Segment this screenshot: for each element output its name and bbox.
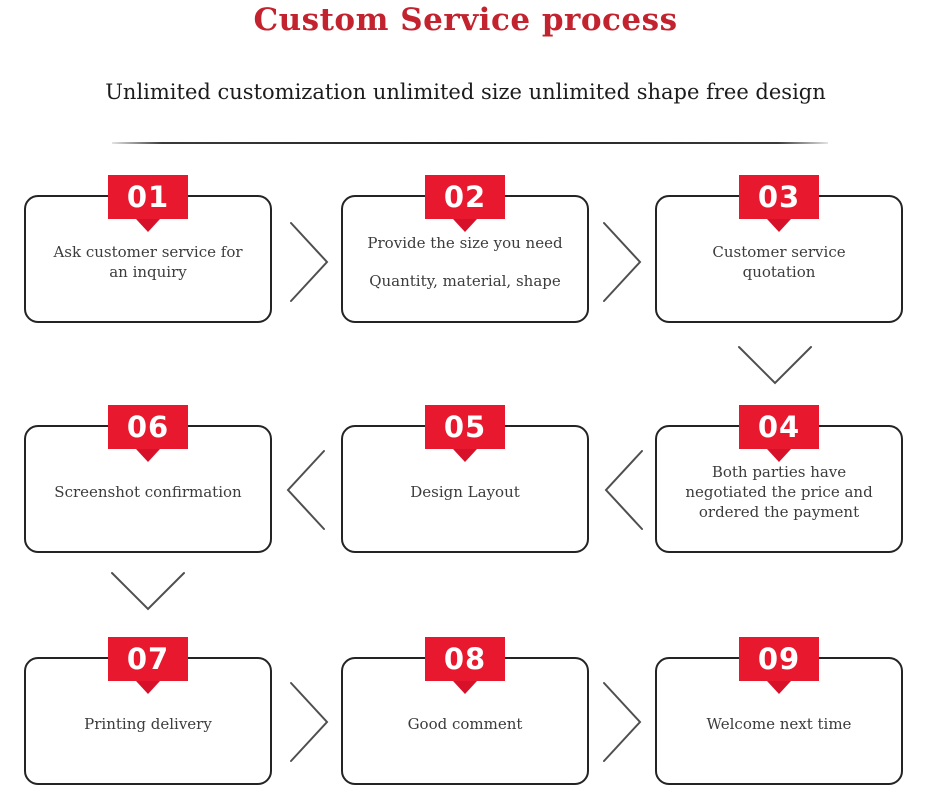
step-number: 04 xyxy=(757,410,801,444)
step-text: Screenshot confirmation xyxy=(37,482,258,502)
step-box-08: 08 Good comment xyxy=(341,637,589,785)
step-text: Welcome next time xyxy=(690,714,869,734)
step-number: 08 xyxy=(443,642,487,676)
step-text-line: Customer service quotation xyxy=(712,242,846,281)
step-number: 07 xyxy=(126,642,170,676)
arrow-down-icon xyxy=(109,570,187,612)
step-text-line: Printing delivery xyxy=(84,714,212,733)
arrow-right-icon xyxy=(288,680,330,764)
badge-pointer xyxy=(767,681,791,694)
step-box-09: 09 Welcome next time xyxy=(655,637,903,785)
step-text: Both parties have negotiated the price a… xyxy=(657,462,901,523)
step-number: 01 xyxy=(126,180,170,214)
step-number: 06 xyxy=(126,410,170,444)
badge-pointer xyxy=(453,681,477,694)
step-badge: 03 xyxy=(739,175,819,232)
step-badge: 07 xyxy=(108,637,188,694)
step-badge: 06 xyxy=(108,405,188,462)
step-badge: 08 xyxy=(425,637,505,694)
step-box-01: 01 Ask customer service for an inquiry xyxy=(24,175,272,323)
badge-pointer xyxy=(453,219,477,232)
step-box-05: 05 Design Layout xyxy=(341,405,589,553)
step-text-line: Welcome next time xyxy=(706,714,852,733)
step-text-line: Ask customer service for an inquiry xyxy=(53,242,243,281)
badge-pointer xyxy=(136,219,160,232)
step-number: 05 xyxy=(443,410,487,444)
step-text: Customer service quotation xyxy=(657,242,901,283)
step-box-06: 06 Screenshot confirmation xyxy=(24,405,272,553)
arrow-right-icon xyxy=(601,220,643,304)
arrow-right-icon xyxy=(288,220,330,304)
arrow-left-icon xyxy=(285,448,327,532)
badge-pointer xyxy=(136,681,160,694)
page-title: Custom Service process xyxy=(253,2,678,38)
step-badge: 02 xyxy=(425,175,505,232)
step-badge: 01 xyxy=(108,175,188,232)
arrow-right-icon xyxy=(601,680,643,764)
step-text-line: Design Layout xyxy=(410,482,520,501)
step-text: Printing delivery xyxy=(67,714,229,734)
step-badge: 04 xyxy=(739,405,819,462)
step-number: 09 xyxy=(757,642,801,676)
step-number: 03 xyxy=(757,180,801,214)
step-text: Good comment xyxy=(391,714,540,734)
page-subtitle: Unlimited customization unlimited size u… xyxy=(105,80,826,104)
badge-pointer xyxy=(767,449,791,462)
step-text: Ask customer service for an inquiry xyxy=(26,242,270,283)
step-text-line: Quantity, material, shape xyxy=(369,272,561,290)
badge-pointer xyxy=(136,449,160,462)
step-text: Design Layout xyxy=(393,482,537,502)
badge-pointer xyxy=(767,219,791,232)
step-text-line: Screenshot confirmation xyxy=(54,482,242,501)
divider-line xyxy=(112,142,828,144)
step-badge: 09 xyxy=(739,637,819,694)
step-box-02: 02 Provide the size you need Quantity, m… xyxy=(341,175,589,323)
step-number: 02 xyxy=(443,180,487,214)
step-text: Provide the size you need Quantity, mate… xyxy=(350,233,579,292)
badge-pointer xyxy=(453,449,477,462)
step-text-line: Provide the size you need xyxy=(367,233,563,252)
step-text-line: Both parties have negotiated the price a… xyxy=(685,462,873,522)
arrow-down-icon xyxy=(736,344,814,386)
arrow-left-icon xyxy=(603,448,645,532)
step-box-04: 04 Both parties have negotiated the pric… xyxy=(655,405,903,553)
step-badge: 05 xyxy=(425,405,505,462)
step-text-line: Good comment xyxy=(407,714,523,733)
step-box-07: 07 Printing delivery xyxy=(24,637,272,785)
step-box-03: 03 Customer service quotation xyxy=(655,175,903,323)
